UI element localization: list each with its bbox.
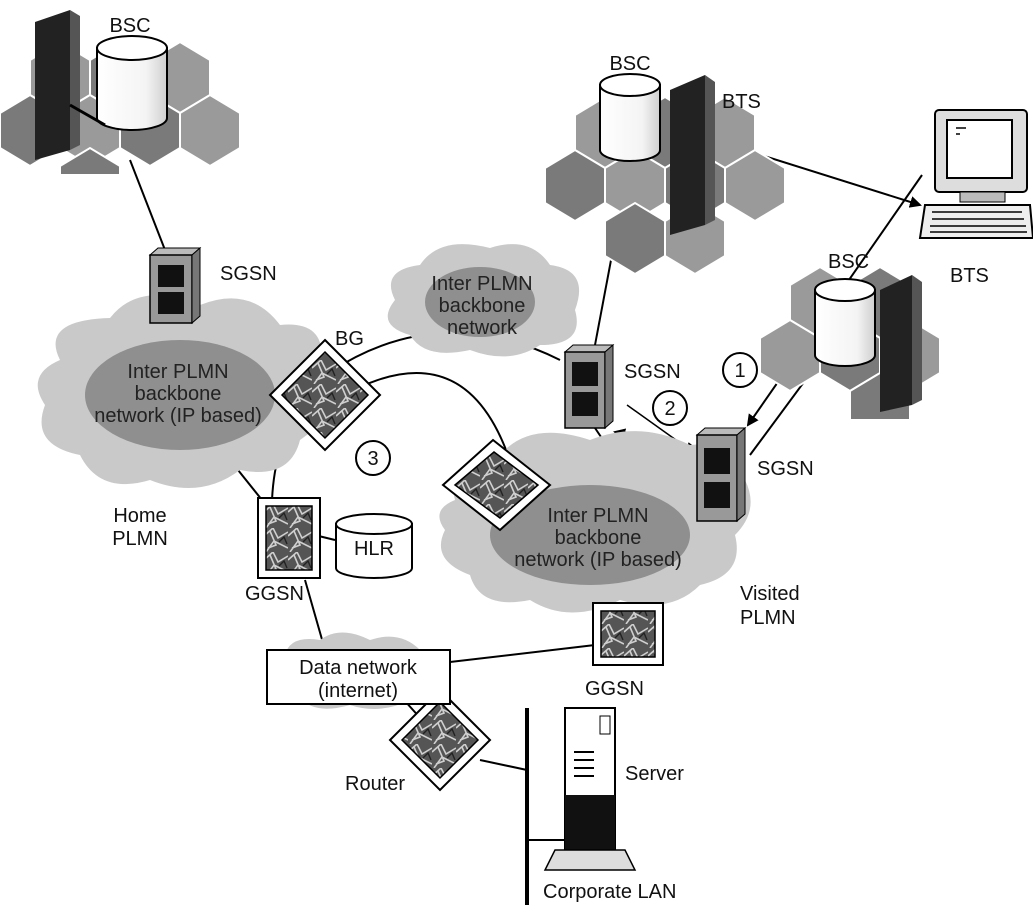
home-plmn-label-1: Home — [113, 505, 166, 527]
step-1-label: 1 — [734, 360, 745, 382]
cloud-visited-label-2: backbone — [555, 527, 642, 549]
ggsn-gateway-home — [258, 498, 320, 578]
server-label: Server — [625, 763, 684, 785]
bts-tower-home — [35, 10, 80, 160]
cloud-inter-label-3: network — [447, 317, 518, 339]
bts-tower-visited-right — [880, 275, 922, 412]
step-3-marker: 3 — [356, 441, 390, 475]
data-network-label-1: Data network — [299, 657, 418, 679]
visited-plmn-label-2: PLMN — [740, 607, 796, 629]
cloud-inter-label-1: Inter PLMN — [431, 273, 532, 295]
cloud-home-label-2: backbone — [135, 383, 222, 405]
step-1-marker: 1 — [723, 353, 757, 387]
bsc-visited-right-label: BSC — [828, 251, 869, 273]
cloud-home-label-3: network (IP based) — [94, 405, 262, 427]
ggsn-home-label: GGSN — [245, 583, 304, 605]
terminal-computer-icon — [920, 110, 1033, 238]
sgsn-box-visited-right — [697, 428, 745, 521]
bg-label: BG — [335, 328, 364, 350]
cloud-visited-label-3: network (IP based) — [514, 549, 682, 571]
cloud-home-label-1: Inter PLMN — [127, 361, 228, 383]
router-label: Router — [345, 773, 405, 795]
link-bsc-sgsn-home — [130, 160, 165, 250]
bts-tower-visited-top — [670, 75, 715, 235]
bsc-cylinder-visited-top — [600, 74, 660, 161]
step-3-label: 3 — [367, 448, 378, 470]
home-plmn-label-2: PLMN — [112, 528, 168, 550]
ggsn-visited-label: GGSN — [585, 678, 644, 700]
corporate-lan-label: Corporate LAN — [543, 881, 676, 903]
sgsn-box-home — [150, 248, 200, 323]
bsc-home-label: BSC — [109, 15, 150, 37]
cloud-inter-label-2: backbone — [439, 295, 526, 317]
sgsn-visited-top-label: SGSN — [624, 361, 681, 383]
visited-plmn-label-1: Visited — [740, 583, 800, 605]
cell-cluster-visited-top — [545, 97, 785, 274]
cloud-visited-label-1: Inter PLMN — [547, 505, 648, 527]
bts-terminal-label: BTS — [950, 265, 989, 287]
bsc-cylinder-visited-right — [815, 279, 875, 366]
step-2-label: 2 — [664, 398, 675, 420]
link-router-lan — [480, 760, 527, 770]
step-2-marker: 2 — [653, 391, 687, 425]
bsc-visited-top-label: BSC — [609, 53, 650, 75]
hlr-label: HLR — [354, 538, 394, 560]
data-network-label-2: (internet) — [318, 680, 398, 702]
bts-visited-top-label: BTS — [722, 91, 761, 113]
sgsn-visited-right-label: SGSN — [757, 458, 814, 480]
link-datanet-ggsn-visited — [450, 645, 595, 662]
ggsn-gateway-visited — [593, 603, 663, 665]
server-tower-icon — [545, 708, 635, 870]
sgsn-box-visited-top — [565, 345, 613, 428]
sgsn-home-label: SGSN — [220, 263, 277, 285]
